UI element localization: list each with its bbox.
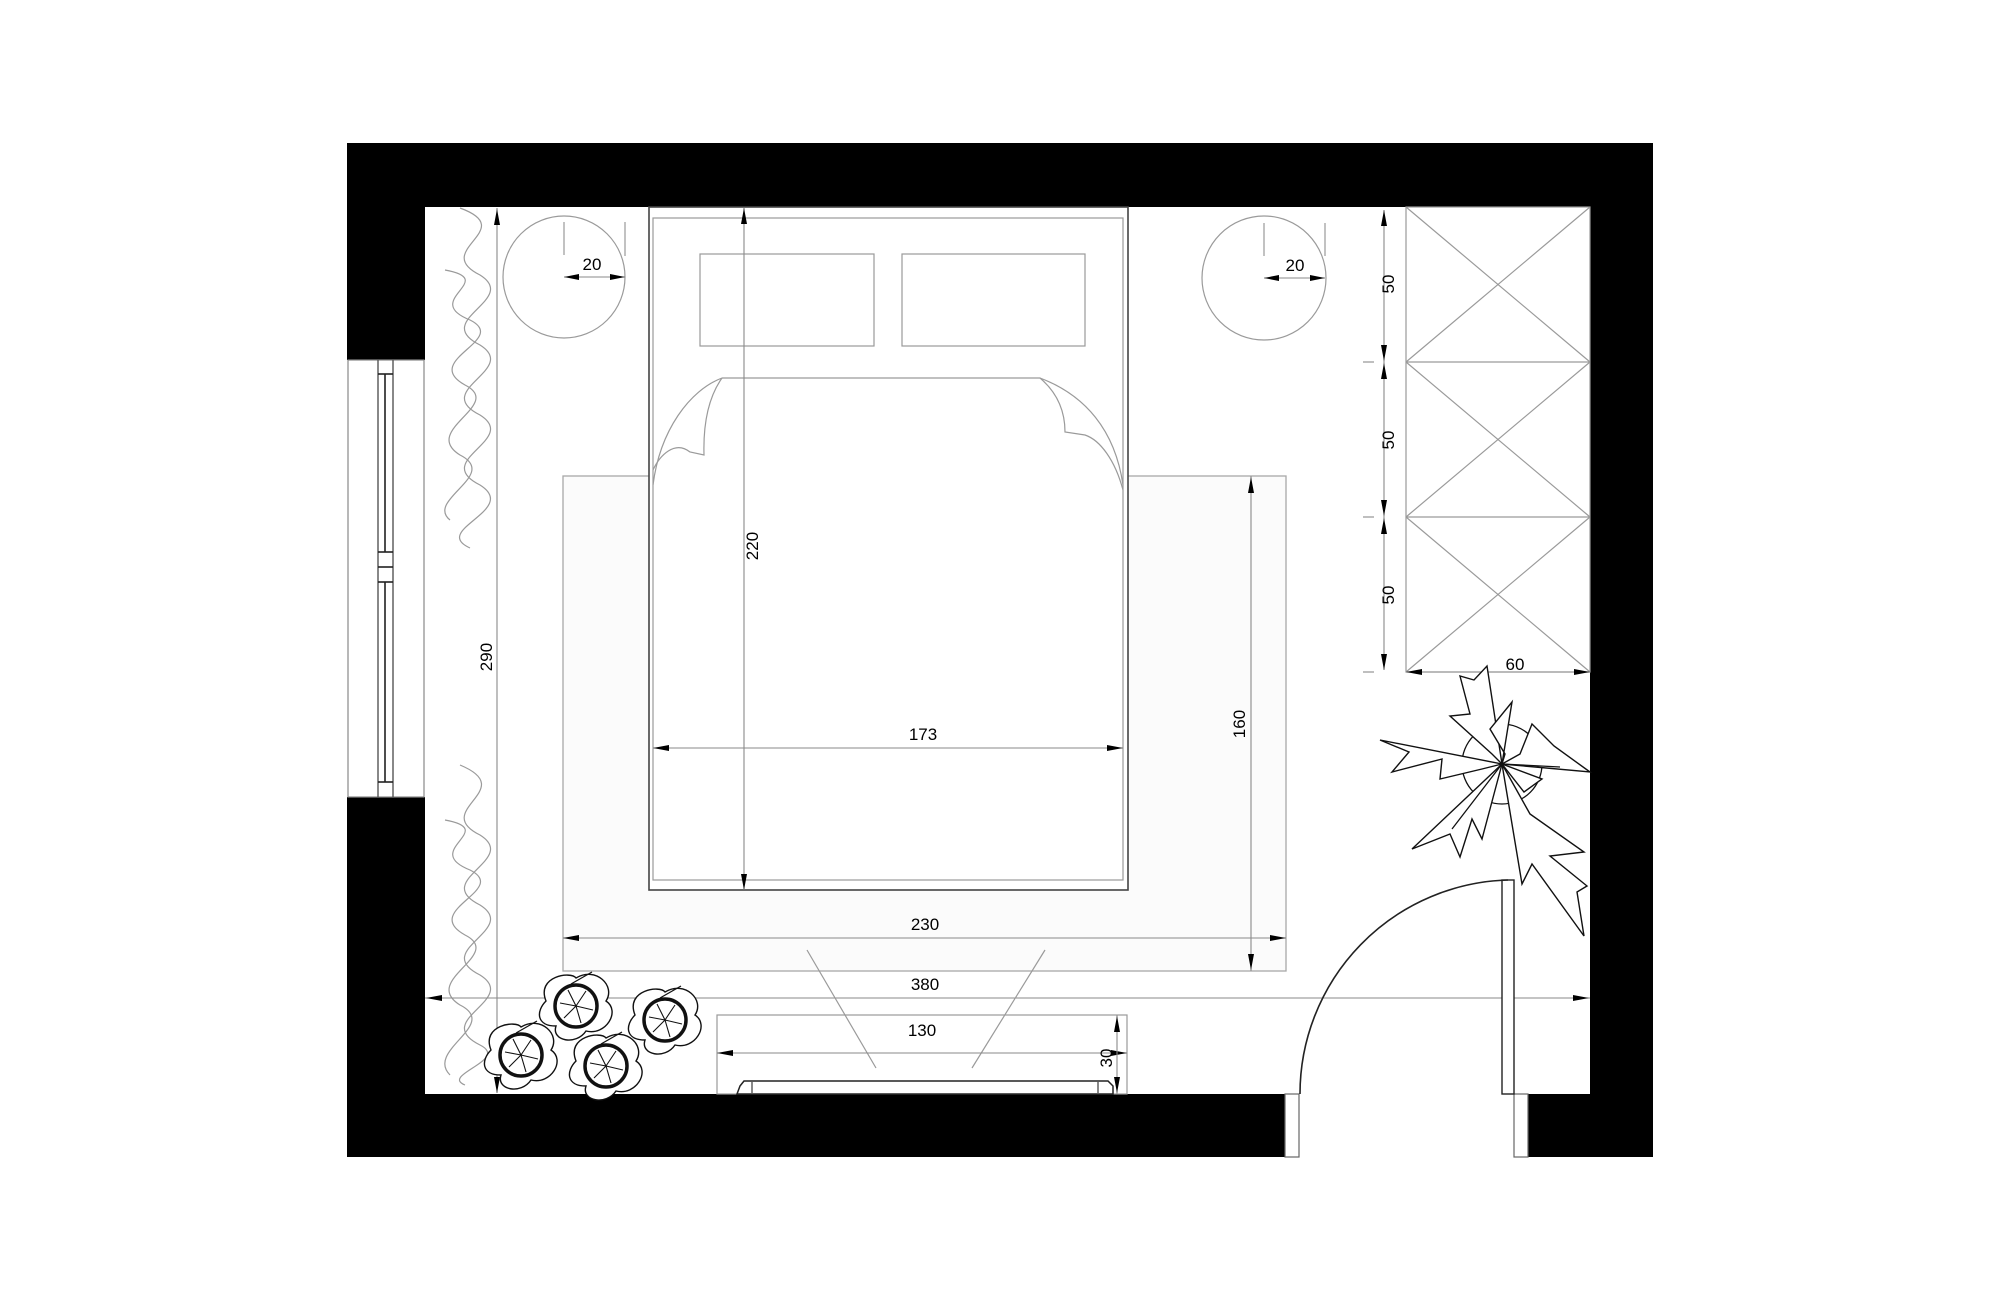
dim-tv-width: 130	[908, 1021, 936, 1040]
pillow-right	[901, 253, 1086, 347]
dim-rug-width: 160	[1230, 710, 1249, 738]
dim-wardrobe-2: 50	[1379, 431, 1398, 450]
dim-wardrobe-depth: 60	[1506, 655, 1525, 674]
dim-nightstand-right: 20	[1286, 256, 1305, 275]
small-plants	[483, 971, 702, 1101]
nightstand-left: 20	[502, 215, 626, 339]
dim-tv-depth: 30	[1097, 1049, 1116, 1068]
small-plant	[538, 971, 613, 1041]
dim-rug-length: 230	[911, 915, 939, 934]
dim-wardrobe-3: 50	[1379, 586, 1398, 605]
tv-unit: 130 30	[716, 949, 1128, 1095]
dim-bed-length: 220	[743, 532, 762, 560]
pillow-left	[699, 253, 875, 347]
rug-dimensions: 230 160	[563, 476, 1286, 971]
swing-door[interactable]	[1299, 879, 1515, 1095]
window	[347, 359, 425, 798]
nightstand-right: 20	[1201, 215, 1327, 341]
curtain-bottom	[444, 764, 492, 1086]
small-plant	[627, 985, 702, 1055]
curtain-top	[444, 207, 492, 549]
room-dimensions: 380 290	[425, 208, 1590, 1093]
wardrobe: 50 50 50 60	[1363, 206, 1591, 675]
walls	[347, 143, 1653, 1158]
large-plant	[1379, 664, 1593, 937]
dim-nightstand-left: 20	[583, 255, 602, 274]
bed-dimensions: 220 173	[653, 208, 1123, 890]
small-plant	[483, 1020, 558, 1090]
dim-room-height: 290	[477, 643, 496, 671]
double-bed	[648, 206, 1129, 891]
small-plant	[568, 1031, 643, 1101]
tv	[735, 1080, 1114, 1095]
dim-bed-width: 173	[909, 725, 937, 744]
dim-wardrobe-1: 50	[1379, 275, 1398, 294]
dim-room-width: 380	[911, 975, 939, 994]
